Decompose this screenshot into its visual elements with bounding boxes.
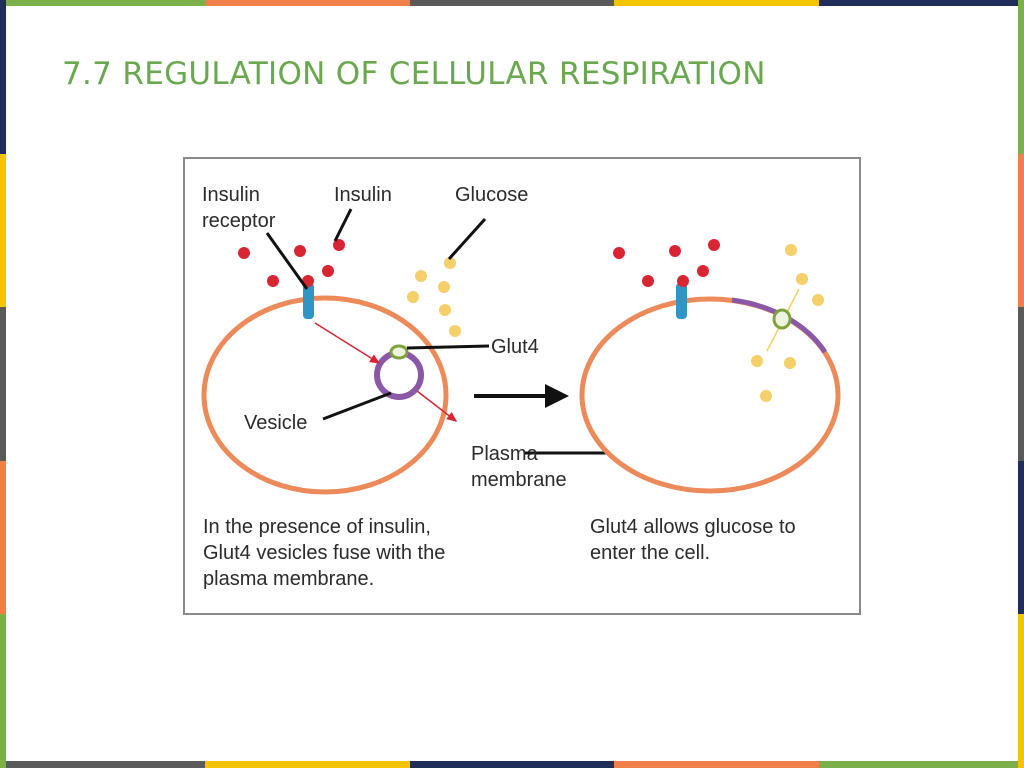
left-cell-membrane (201, 295, 449, 495)
right-color-strip (1018, 0, 1024, 768)
bottom-color-strip (0, 761, 1024, 768)
caption-right-line2: enter the cell. (590, 542, 710, 564)
label-plasma-line2: membrane (471, 469, 567, 491)
caption-right-line1: Glut4 allows glucose to (590, 516, 796, 538)
diagram-canvas: Insulin receptor Insulin Glucose Glut4 V… (201, 184, 841, 590)
top-color-strip (0, 0, 1024, 6)
label-vesicle: Vesicle (244, 412, 307, 434)
right-cell-membrane (579, 296, 841, 494)
caption-left-line1: In the presence of insulin, (203, 516, 431, 538)
glut4-transporter-left (389, 344, 409, 360)
right-insulin-receptor (676, 283, 687, 319)
left-glucose-molecules (407, 257, 461, 337)
glut4-pointer (406, 344, 490, 350)
left-insulin-molecules (238, 239, 345, 287)
vesicle (374, 350, 424, 400)
label-insulin-receptor-line1: Insulin (202, 184, 260, 206)
vesicle-pointer (322, 391, 392, 421)
slide-title: 7.7 REGULATION OF CELLULAR RESPIRATION (62, 56, 766, 92)
label-plasma-line1: Plasma (471, 443, 539, 465)
left-insulin-receptor (303, 283, 314, 319)
label-insulin-receptor-line2: receptor (202, 210, 276, 232)
insulin-pointer (333, 208, 353, 242)
vesicle-to-membrane-arrow (416, 390, 458, 422)
label-glucose: Glucose (455, 184, 528, 206)
right-glucose-molecules (751, 244, 824, 402)
caption-left-line3: plasma membrane. (203, 568, 374, 590)
receptor-to-vesicle-arrow (314, 322, 381, 364)
insulin-receptor-pointer (265, 232, 309, 290)
glucose-pointer (447, 217, 487, 261)
caption-left-line2: Glut4 vesicles fuse with the (203, 542, 445, 564)
glut4-transporter-right (772, 308, 792, 330)
insulin-glut4-diagram: Insulin receptor Insulin Glucose Glut4 V… (183, 157, 861, 615)
right-insulin-molecules (613, 239, 720, 287)
label-insulin: Insulin (334, 184, 392, 206)
left-color-strip (0, 0, 6, 768)
label-glut4: Glut4 (491, 336, 539, 358)
